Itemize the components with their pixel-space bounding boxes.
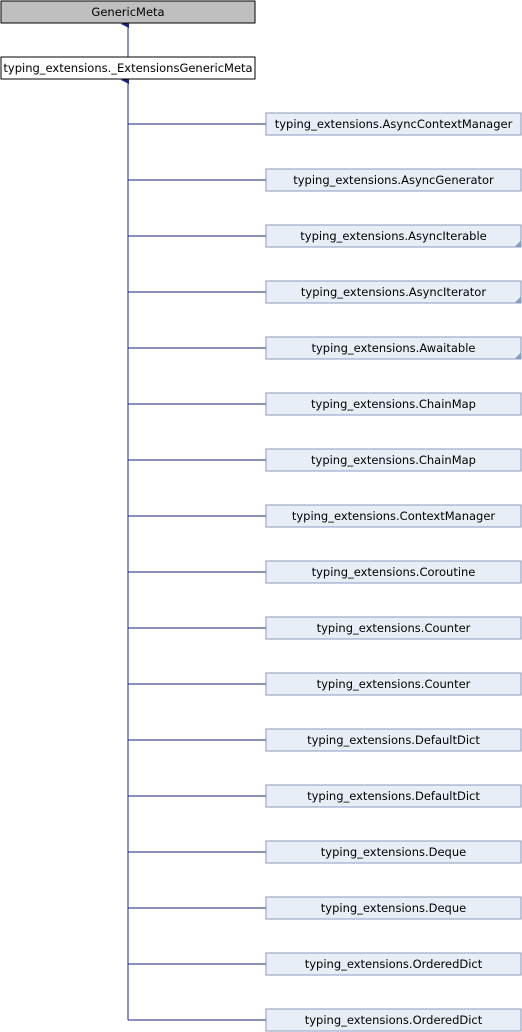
child-class-label: typing_extensions.Counter — [317, 677, 471, 691]
child-class-box — [265, 952, 522, 976]
parent-class-box — [0, 56, 256, 80]
child-class-label: typing_extensions.Counter — [317, 621, 471, 635]
child-class-label: typing_extensions.DefaultDict — [307, 733, 480, 747]
child-class-box — [265, 336, 522, 360]
child-class-box — [265, 560, 522, 584]
child-class-node[interactable]: typing_extensions.Awaitable — [265, 336, 522, 360]
child-class-box — [265, 840, 522, 864]
root-class-node[interactable]: GenericMeta — [0, 0, 256, 24]
child-class-box — [265, 448, 522, 472]
child-class-label: typing_extensions.AsyncIterable — [300, 229, 486, 243]
child-class-box — [265, 112, 522, 136]
child-class-box — [265, 616, 522, 640]
child-class-label: typing_extensions.OrderedDict — [305, 957, 483, 971]
child-class-node[interactable]: typing_extensions.OrderedDict — [265, 1008, 522, 1032]
parent-class-node[interactable]: typing_extensions._ExtensionsGenericMeta — [0, 56, 256, 80]
child-class-list: typing_extensions.AsyncContextManagertyp… — [265, 112, 522, 1032]
root-class-box — [0, 0, 256, 24]
child-class-label: typing_extensions.ContextManager — [292, 509, 496, 523]
child-class-node[interactable]: typing_extensions.Counter — [265, 616, 522, 640]
child-class-label: typing_extensions.AsyncGenerator — [293, 173, 494, 187]
child-class-label: typing_extensions.Deque — [321, 845, 466, 859]
child-class-label: typing_extensions.Deque — [321, 901, 466, 915]
child-class-box — [265, 672, 522, 696]
child-class-label: typing_extensions.Coroutine — [312, 565, 476, 579]
child-class-node[interactable]: typing_extensions.ChainMap — [265, 392, 522, 416]
child-class-box — [265, 728, 522, 752]
child-class-box — [265, 896, 522, 920]
child-class-node[interactable]: typing_extensions.ContextManager — [265, 504, 522, 528]
child-class-box — [265, 168, 522, 192]
child-class-node[interactable]: typing_extensions.AsyncContextManager — [265, 112, 522, 136]
child-class-label: typing_extensions.OrderedDict — [305, 1013, 483, 1027]
root-class-label: GenericMeta — [91, 5, 164, 19]
child-class-box — [265, 504, 522, 528]
child-class-node[interactable]: typing_extensions.AsyncGenerator — [265, 168, 522, 192]
child-class-label: typing_extensions.ChainMap — [311, 453, 476, 467]
child-class-box — [265, 224, 522, 248]
child-class-box — [265, 1008, 522, 1032]
child-class-node[interactable]: typing_extensions.ChainMap — [265, 448, 522, 472]
child-class-box — [265, 392, 522, 416]
child-class-node[interactable]: typing_extensions.OrderedDict — [265, 952, 522, 976]
child-class-node[interactable]: typing_extensions.DefaultDict — [265, 784, 522, 808]
child-class-label: typing_extensions.Awaitable — [311, 341, 475, 355]
parent-class-label: typing_extensions._ExtensionsGenericMeta — [3, 61, 252, 75]
child-class-box — [265, 784, 522, 808]
edges — [121, 20, 266, 1021]
more-subclasses-marker-icon — [515, 297, 521, 303]
child-class-node[interactable]: typing_extensions.DefaultDict — [265, 728, 522, 752]
child-class-label: typing_extensions.ChainMap — [311, 397, 476, 411]
child-class-label: typing_extensions.AsyncContextManager — [275, 117, 513, 131]
child-class-node[interactable]: typing_extensions.Coroutine — [265, 560, 522, 584]
child-class-label: typing_extensions.DefaultDict — [307, 789, 480, 803]
child-class-node[interactable]: typing_extensions.AsyncIterator — [265, 280, 522, 304]
child-class-node[interactable]: typing_extensions.Deque — [265, 840, 522, 864]
more-subclasses-marker-icon — [515, 353, 521, 359]
child-class-node[interactable]: typing_extensions.AsyncIterable — [265, 224, 522, 248]
child-class-box — [265, 280, 522, 304]
child-class-node[interactable]: typing_extensions.Deque — [265, 896, 522, 920]
child-class-node[interactable]: typing_extensions.Counter — [265, 672, 522, 696]
child-class-label: typing_extensions.AsyncIterator — [301, 285, 486, 299]
more-subclasses-marker-icon — [515, 241, 521, 247]
